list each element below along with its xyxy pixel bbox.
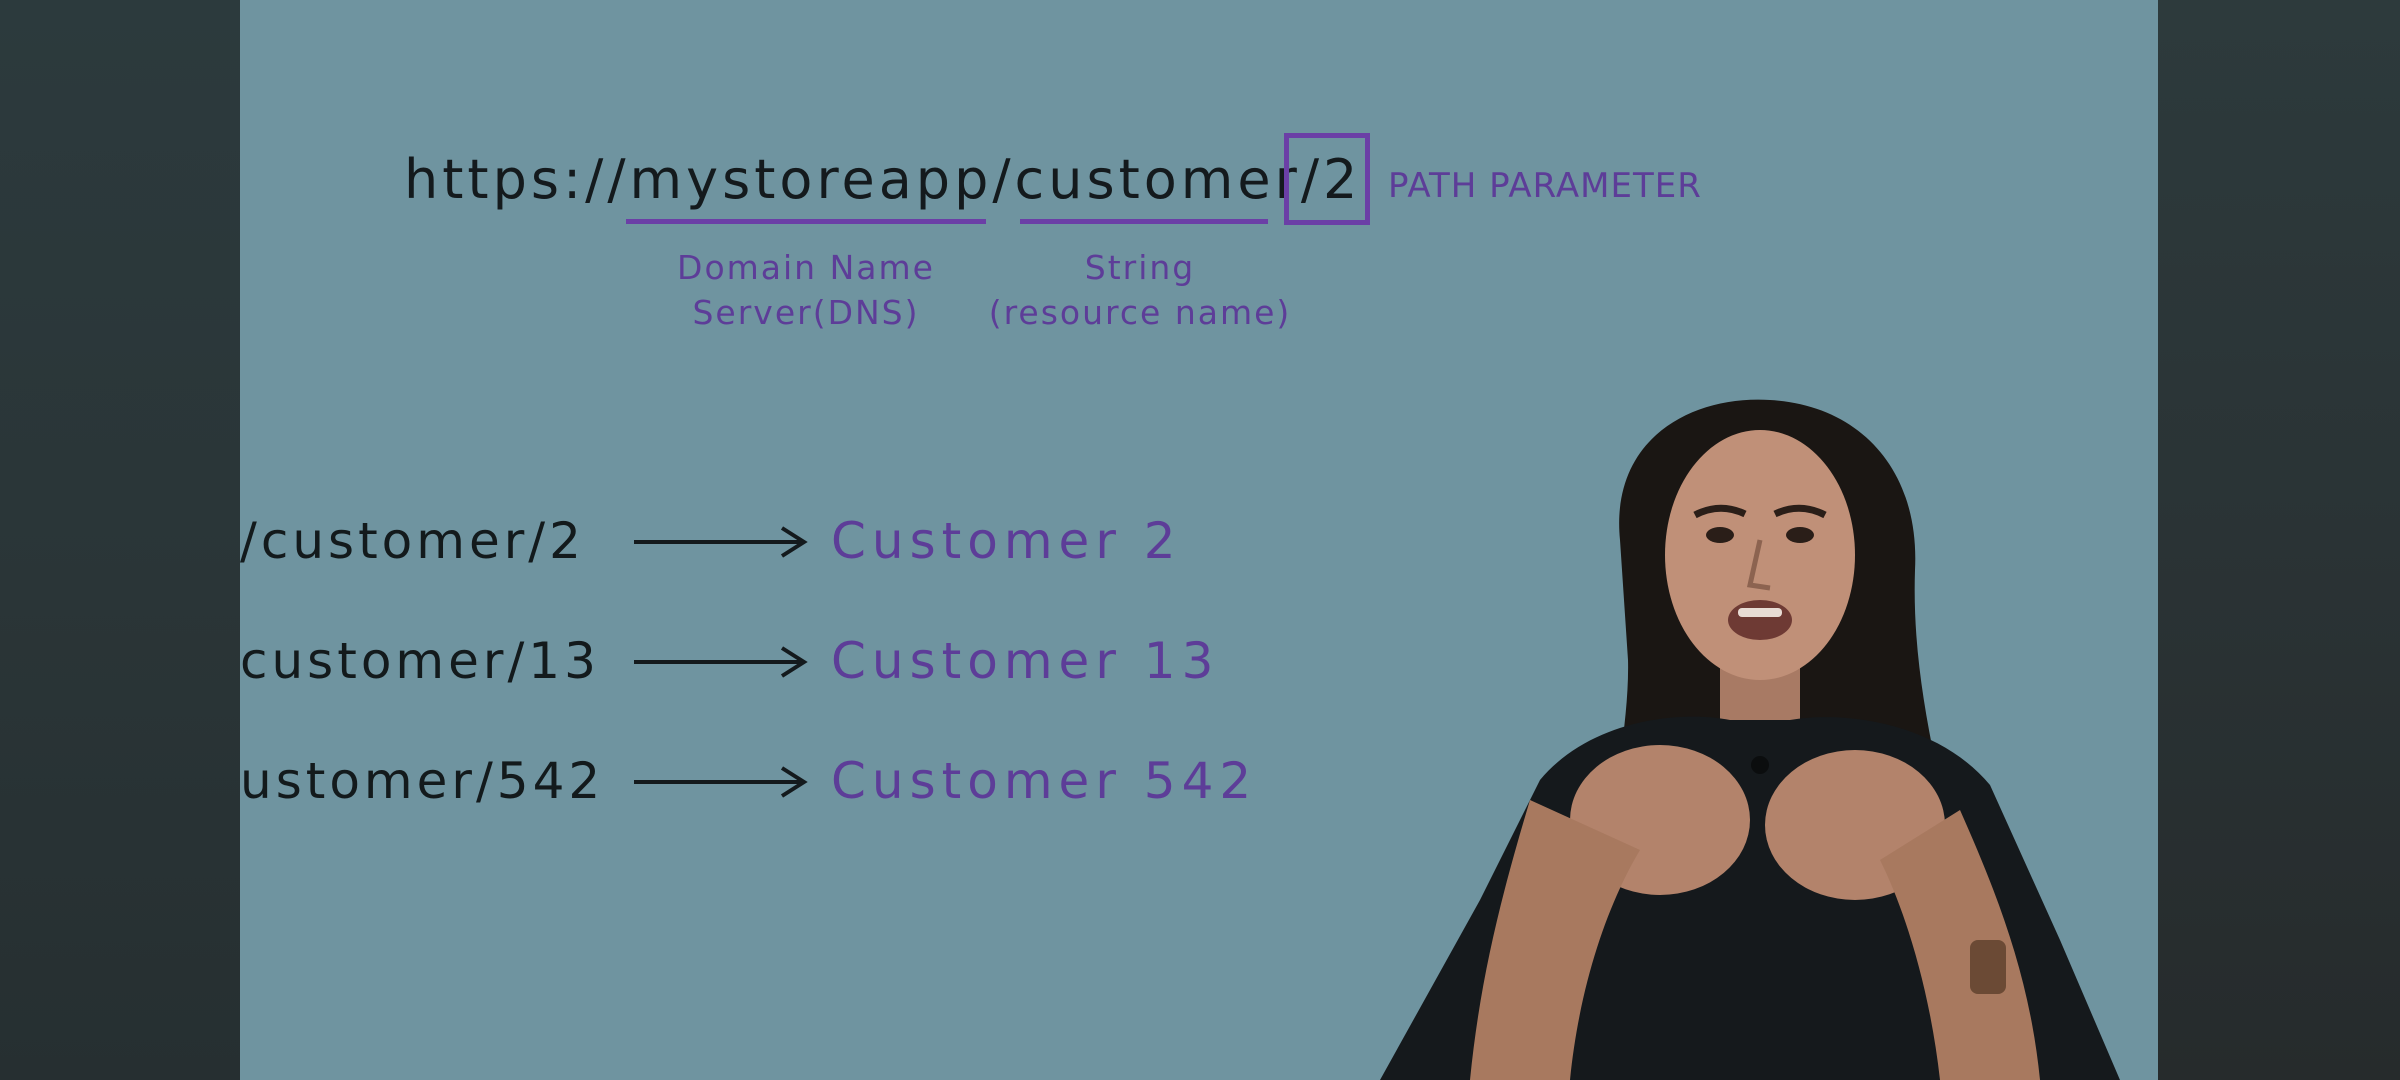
route-customer-542: ustomer/542	[240, 752, 605, 810]
left-letterbox	[0, 0, 240, 1080]
domain-caption-line1: Domain Name	[677, 248, 935, 287]
right-letterbox	[2158, 0, 2400, 1080]
resource-caption-line1: String	[1084, 248, 1196, 287]
arrow-right-icon	[634, 526, 808, 558]
resource-customer-2: Customer 2	[831, 512, 1182, 570]
arrow-right-icon	[634, 646, 808, 678]
resource-customer-542: Customer 542	[831, 752, 1258, 810]
route-customer-13: customer/13	[240, 632, 600, 690]
domain-underline	[626, 219, 986, 224]
resource-caption-line2: (resource name)	[988, 293, 1292, 332]
presenter-image	[1380, 399, 2120, 1080]
resource-caption: String (resource name)	[980, 245, 1300, 335]
example-url: https://mystoreapp/customer/2	[404, 148, 1362, 211]
arrow-right-icon	[634, 766, 808, 798]
path-parameter-box	[1284, 133, 1370, 225]
resource-customer-13: Customer 13	[831, 632, 1220, 690]
resource-underline	[1020, 219, 1268, 224]
domain-caption: Domain Name Server(DNS)	[656, 245, 956, 335]
domain-caption-line2: Server(DNS)	[692, 293, 920, 332]
video-frame[interactable]: https://mystoreapp/customer/2 PATH PARAM…	[240, 0, 2158, 1080]
path-parameter-label: PATH PARAMETER	[1388, 166, 1702, 206]
route-customer-2: /customer/2	[240, 512, 585, 570]
